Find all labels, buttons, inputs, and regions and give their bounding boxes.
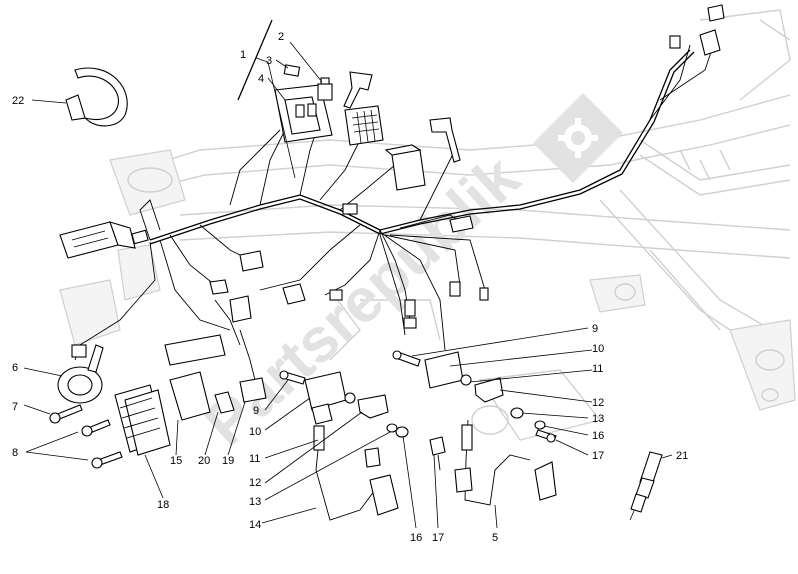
callout-21: 21 <box>676 450 688 462</box>
callout-4: 4 <box>258 73 264 85</box>
callout-16-right: 16 <box>592 430 604 442</box>
screw-9-left <box>279 370 306 385</box>
connector-mid-1 <box>342 203 358 215</box>
callout-11-right: 11 <box>592 363 603 375</box>
washer-left <box>386 423 409 438</box>
horn <box>57 344 104 404</box>
main-wiring-harness <box>74 39 716 381</box>
callout-7: 7 <box>12 401 18 413</box>
coil-connector-right <box>429 436 446 471</box>
connector-center-left <box>282 283 343 305</box>
voltage-regulator <box>114 384 171 456</box>
spark-plug <box>629 451 663 521</box>
callout-12-left: 12 <box>249 477 261 489</box>
coil-bracket-right <box>474 377 504 403</box>
callout-labels: 1 2 3 4 5 6 7 8 9 9 10 10 11 11 12 12 13… <box>12 31 688 544</box>
ecu-connector <box>59 221 136 259</box>
callout-3: 3 <box>266 55 272 67</box>
callout-5: 5 <box>492 532 498 544</box>
fuse-large <box>317 77 333 101</box>
callout-16-left: 16 <box>410 532 422 544</box>
plug-connector-left <box>131 229 149 245</box>
connector-small-right <box>449 281 489 301</box>
fuse-small <box>283 64 301 77</box>
regulator-bracket <box>164 334 226 421</box>
coil-connector-left <box>364 447 381 468</box>
callout-22: 22 <box>12 95 24 107</box>
washer-right <box>510 407 546 430</box>
callout-13-right: 13 <box>592 413 604 425</box>
connector-center <box>403 299 417 329</box>
mounting-bracket-top <box>343 71 373 109</box>
callout-12-right: 12 <box>592 397 604 409</box>
screw-8b <box>91 451 123 469</box>
screw-7 <box>49 404 83 424</box>
callout-10-left: 10 <box>249 426 261 438</box>
callout-17-left: 17 <box>432 532 444 544</box>
screw-17-right <box>535 429 557 443</box>
coil-bracket-left <box>357 394 389 419</box>
leader-lines <box>23 19 673 529</box>
screw-9-right <box>392 350 421 367</box>
callout-15: 15 <box>170 455 182 467</box>
callout-14: 14 <box>249 519 261 531</box>
relay-connector <box>344 105 384 146</box>
ignition-coil-left <box>304 371 356 425</box>
callout-1: 1 <box>240 49 246 61</box>
callout-10-right: 10 <box>592 343 604 355</box>
spark-plug-cap-left <box>313 425 399 521</box>
callout-18: 18 <box>157 499 169 511</box>
callout-8: 8 <box>12 447 18 459</box>
callout-17-right: 17 <box>592 450 604 462</box>
callout-6: 6 <box>12 362 18 374</box>
spark-plug-cap-right <box>454 419 557 506</box>
callout-11-left: 11 <box>249 453 260 465</box>
connector-upper-left <box>209 250 264 323</box>
callout-20: 20 <box>198 455 210 467</box>
callout-9-left: 9 <box>253 405 259 417</box>
gear-icon <box>533 93 623 183</box>
screw-8a <box>81 419 111 437</box>
callout-2: 2 <box>278 31 284 43</box>
relay-box <box>384 144 426 191</box>
connector-top-right <box>669 4 725 56</box>
cable-clamp <box>65 67 128 127</box>
callout-9-right: 9 <box>592 323 598 335</box>
fuse-holder <box>214 377 267 414</box>
mounting-bracket-right <box>429 117 461 163</box>
callout-13-left: 13 <box>249 496 261 508</box>
callout-19: 19 <box>222 455 234 467</box>
ignition-coil-right <box>424 351 472 389</box>
connector-mid-2 <box>449 215 474 233</box>
